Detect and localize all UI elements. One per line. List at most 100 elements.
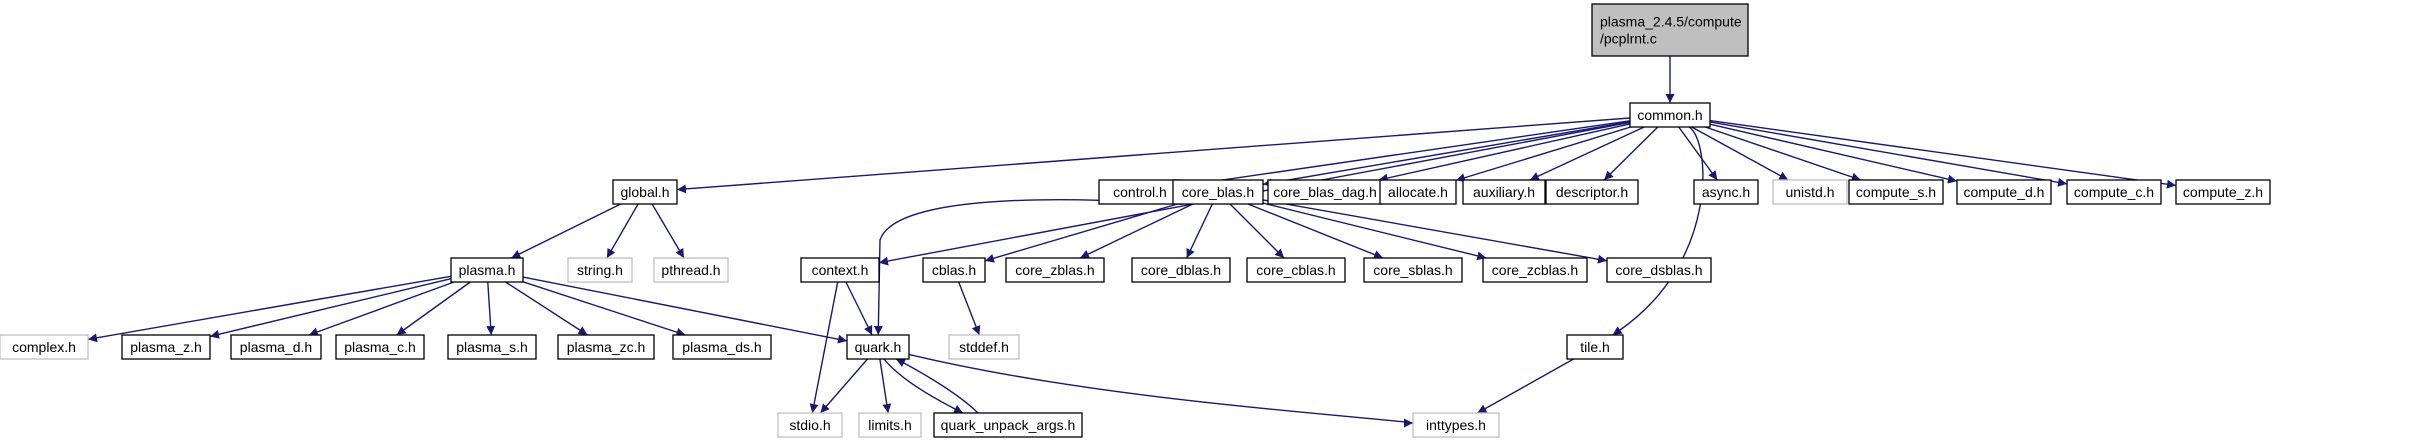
node-core-blas-dag[interactable]: core_blas_dag.h xyxy=(1267,179,1383,205)
node-box xyxy=(846,334,910,360)
node-label: async.h xyxy=(1702,184,1750,200)
node-label: plasma_c.h xyxy=(344,339,416,355)
node-label: core_dblas.h xyxy=(1141,262,1221,278)
node-box xyxy=(933,412,1083,438)
node-core-sblas[interactable]: core_sblas.h xyxy=(1363,257,1463,283)
edge-line xyxy=(908,353,1414,427)
node-string: string.h xyxy=(567,257,633,283)
node-plasma[interactable]: plasma.h xyxy=(450,257,524,283)
node-label: complex.h xyxy=(12,339,76,355)
node-label: plasma_zc.h xyxy=(567,339,646,355)
edge-line xyxy=(522,281,686,337)
edge-plasma-to-plasma_d xyxy=(308,281,455,337)
node-compute-z[interactable]: compute_z.h xyxy=(2175,179,2271,205)
edge-line xyxy=(1691,126,1789,181)
edge-line xyxy=(1247,203,1384,259)
edge-quark-to-inttypes xyxy=(908,353,1414,427)
node-box xyxy=(1131,257,1231,283)
node-plasma-zc[interactable]: plasma_zc.h xyxy=(557,334,655,360)
node-core-zblas[interactable]: core_zblas.h xyxy=(1005,257,1105,283)
node-label: plasma_d.h xyxy=(240,339,312,355)
edge-plasma-to-plasma_zc xyxy=(505,281,588,336)
node-box xyxy=(858,412,922,438)
node-global[interactable]: global.h xyxy=(612,179,678,205)
edge-line xyxy=(1529,126,1645,181)
edge-common-to-control xyxy=(1180,120,1631,190)
node-auxiliary[interactable]: auxiliary.h xyxy=(1462,179,1546,205)
node-tile[interactable]: tile.h xyxy=(1566,334,1624,360)
edge-line xyxy=(1709,119,2177,189)
edge-line xyxy=(1378,123,1631,183)
node-cblas[interactable]: cblas.h xyxy=(922,257,986,283)
node-common[interactable]: common.h xyxy=(1629,102,1711,128)
node-quark[interactable]: quark.h xyxy=(846,334,910,360)
node-label: core_dsblas.h xyxy=(1615,262,1702,278)
edge-line xyxy=(396,281,471,336)
node-box xyxy=(1772,179,1848,205)
node-box xyxy=(1462,179,1546,205)
edge-quark-to-quark_unpack_args xyxy=(883,358,964,414)
node-box xyxy=(612,179,678,205)
node-control[interactable]: control.h xyxy=(1098,179,1182,205)
node-label: compute_d.h xyxy=(1964,184,2045,200)
edge-line xyxy=(87,275,452,343)
node-label: quark_unpack_args.h xyxy=(941,417,1076,433)
node-core-zcblas[interactable]: core_zcblas.h xyxy=(1482,257,1588,283)
edge-plasma-to-plasma_c xyxy=(396,281,471,336)
edge-line xyxy=(209,277,452,339)
node-label: /pcplrnt.c xyxy=(1600,31,1657,47)
node-async[interactable]: async.h xyxy=(1693,179,1759,205)
edge-context-to-quark xyxy=(845,281,873,336)
edge-line xyxy=(845,281,873,336)
node-compute-c[interactable]: compute_c.h xyxy=(2066,179,2162,205)
edge-line xyxy=(1262,202,1487,261)
node-box xyxy=(230,334,322,360)
node-label: unistd.h xyxy=(1785,184,1834,200)
edge-line xyxy=(958,281,981,336)
node-box xyxy=(1246,257,1346,283)
edge-line xyxy=(1704,126,1862,182)
node-plasma-c[interactable]: plasma_c.h xyxy=(335,334,425,360)
node-plasma-s[interactable]: plasma_s.h xyxy=(447,334,537,360)
node-inttypes: inttypes.h xyxy=(1412,412,1500,438)
node-compute-s[interactable]: compute_s.h xyxy=(1848,179,1944,205)
edge-common-to-tile xyxy=(1612,126,1704,336)
node-label: core_zcblas.h xyxy=(1492,262,1578,278)
node-plasma-z[interactable]: plasma_z.h xyxy=(121,334,211,360)
node-limits: limits.h xyxy=(858,412,922,438)
node-box xyxy=(0,334,89,360)
node-quark-unpack-args[interactable]: quark_unpack_args.h xyxy=(933,412,1083,438)
node-allocate[interactable]: allocate.h xyxy=(1379,179,1457,205)
node-core-dblas[interactable]: core_dblas.h xyxy=(1131,257,1231,283)
edge-plasma-to-plasma_ds xyxy=(522,281,686,337)
edge-common-to-global xyxy=(676,117,1631,194)
node-box xyxy=(447,334,537,360)
edge-common-to-async xyxy=(1678,126,1718,181)
edge-plasma-to-complex xyxy=(87,275,452,343)
edge-global-to-pthread xyxy=(651,203,685,259)
node-label: compute_z.h xyxy=(2183,184,2263,200)
node-compute-d[interactable]: compute_d.h xyxy=(1956,179,2052,205)
node-label: core_cblas.h xyxy=(1256,262,1335,278)
node-label: auxiliary.h xyxy=(1473,184,1535,200)
node-label: plasma_s.h xyxy=(456,339,528,355)
node-label: descriptor.h xyxy=(1556,184,1628,200)
node-box xyxy=(1363,257,1463,283)
node-context[interactable]: context.h xyxy=(800,257,880,283)
edge-line xyxy=(1262,199,1608,264)
edge-plasma-to-plasma_s xyxy=(486,281,496,336)
node-plasma-ds[interactable]: plasma_ds.h xyxy=(672,334,772,360)
node-core-dsblas[interactable]: core_dsblas.h xyxy=(1606,257,1712,283)
node-box xyxy=(450,257,524,283)
node-label: plasma.h xyxy=(459,262,516,278)
node-descriptor[interactable]: descriptor.h xyxy=(1545,179,1639,205)
edge-line xyxy=(1678,126,1718,181)
edge-core_blas-to-core_sblas xyxy=(1247,203,1384,259)
node-core-cblas[interactable]: core_cblas.h xyxy=(1246,257,1346,283)
edge-global-to-plasma xyxy=(510,203,622,259)
edge-cblas-to-stddef xyxy=(958,281,981,336)
node-plasma-d[interactable]: plasma_d.h xyxy=(230,334,322,360)
node-core-blas[interactable]: core_blas.h xyxy=(1172,179,1264,205)
node-label: core_zblas.h xyxy=(1015,262,1094,278)
